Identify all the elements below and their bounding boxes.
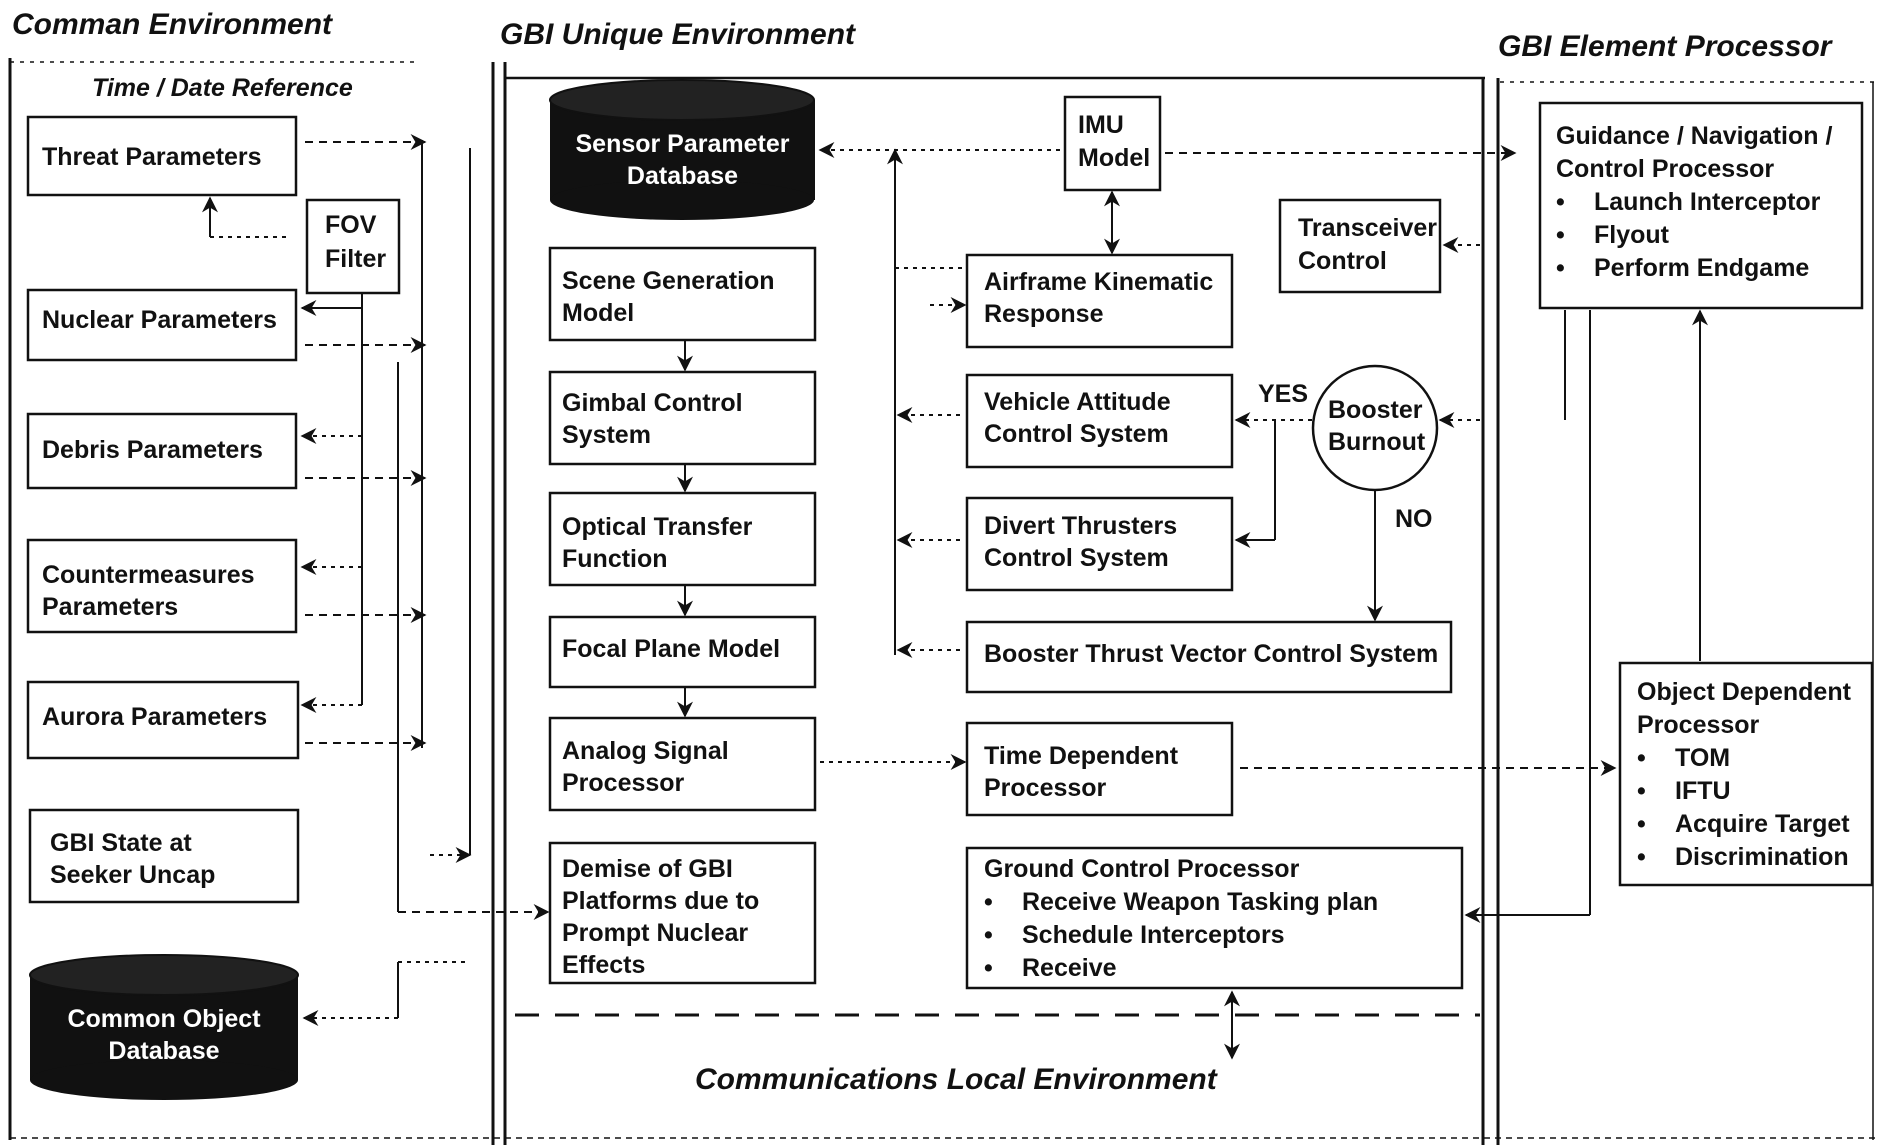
analog-processor-label: Processor — [562, 769, 685, 797]
seeker-uncap-label: Seeker Uncap — [50, 861, 216, 889]
nuclear-parameters-label: Nuclear Parameters — [42, 306, 277, 334]
booster-thrust-vector-label: Booster Thrust Vector Control System — [984, 640, 1439, 668]
scene-generation-box — [548, 246, 817, 342]
ground-control-item: Receive — [984, 952, 1378, 985]
fov-label: FOV — [325, 211, 377, 239]
aurora-parameters-box — [26, 680, 300, 760]
divert-control-system-label: Control System — [984, 544, 1169, 572]
fov-filter-box — [305, 198, 401, 295]
nuclear-parameters-box — [26, 288, 298, 362]
filter-label: Filter — [325, 245, 387, 273]
gnc-item: Perform Endgame — [1556, 252, 1820, 285]
gimbal-system-label: System — [562, 421, 651, 449]
ground-control-item: Receive Weapon Tasking plan — [984, 886, 1378, 919]
object-dependent-item: Acquire Target — [1637, 808, 1850, 841]
optical-function-label: Function — [562, 545, 668, 573]
transceiver-label: Transceiver — [1298, 214, 1437, 242]
airframe-kinematic-label: Airframe Kinematic — [984, 268, 1214, 296]
time-dependent-label: Time Dependent — [984, 742, 1179, 770]
communications-local-title: Communications Local Environment — [695, 1063, 1217, 1096]
environment-frames — [8, 58, 1880, 1145]
gbi-state-box — [28, 808, 300, 904]
object-dependent-item: Discrimination — [1637, 841, 1850, 874]
burnout-label: Burnout — [1328, 428, 1426, 456]
gnc-line2: Control Processor — [1556, 155, 1775, 183]
booster-thrust-vector-box — [965, 620, 1453, 694]
object-dependent-line1: Object Dependent — [1637, 678, 1851, 706]
demise-gbi-box — [548, 841, 817, 985]
vehicle-attitude-label: Vehicle Attitude — [984, 388, 1171, 416]
analog-signal-box — [548, 716, 817, 812]
airframe-kinematic-box — [965, 253, 1234, 349]
object-dependent-line2: Processor — [1637, 711, 1760, 739]
transceiver-control-label: Control — [1298, 247, 1387, 275]
gnc-list: Launch Interceptor Flyout Perform Endgam… — [1556, 186, 1820, 285]
object-dependent-item: TOM — [1637, 742, 1850, 775]
gimbal-control-box — [548, 370, 817, 466]
demise-line2: Platforms due to — [562, 887, 760, 915]
element-processor-title: GBI Element Processor — [1498, 30, 1832, 63]
debris-parameters-box — [26, 412, 298, 490]
unique-connectors — [677, 142, 1617, 1060]
common-object-database-label: Common Object Database — [30, 1003, 298, 1067]
processor-connectors — [1464, 309, 1708, 923]
ground-control-item: Schedule Interceptors — [984, 919, 1378, 952]
countermeasures-parameters-box — [26, 538, 298, 634]
threat-parameters-label: Threat Parameters — [42, 143, 262, 171]
divert-thrusters-box — [965, 496, 1234, 592]
common-object-db-line1: Common Object — [67, 1005, 261, 1033]
ground-control-title: Ground Control Processor — [984, 855, 1300, 883]
focal-plane-box — [548, 615, 817, 689]
common-object-db-line2: Database — [108, 1037, 220, 1065]
demise-line4: Effects — [562, 951, 646, 979]
sensor-db-line1: Sensor Parameter — [575, 130, 790, 158]
analog-signal-label: Analog Signal — [562, 737, 729, 765]
booster-label: Booster — [1328, 396, 1423, 424]
sensor-parameter-database-label: Sensor Parameter Database — [550, 128, 815, 192]
unique-environment-title: GBI Unique Environment — [500, 18, 856, 51]
imu-model-box — [1063, 95, 1162, 192]
vehicle-control-system-label: Control System — [984, 420, 1169, 448]
demise-line1: Demise of GBI — [562, 855, 733, 883]
countermeasures-parameters-label: Parameters — [42, 593, 179, 621]
gnc-item: Launch Interceptor — [1556, 186, 1820, 219]
time-dependent-processor-label: Processor — [984, 774, 1107, 802]
common-boxes — [26, 115, 401, 904]
sensor-parameter-database — [549, 79, 815, 220]
object-dependent-item: IFTU — [1637, 775, 1850, 808]
unique-boxes — [548, 95, 1464, 990]
common-object-database — [29, 954, 299, 1100]
focal-plane-label: Focal Plane Model — [562, 635, 781, 663]
gimbal-control-label: Gimbal Control — [562, 389, 743, 417]
aurora-parameters-label: Aurora Parameters — [42, 703, 268, 731]
gnc-item: Flyout — [1556, 219, 1820, 252]
common-environment-title: Comman Environment — [12, 8, 333, 41]
gbi-state-label: GBI State at — [50, 829, 192, 857]
common-connectors — [202, 134, 550, 1026]
demise-line3: Prompt Nuclear — [562, 919, 749, 947]
divert-thrusters-label: Divert Thrusters — [984, 512, 1178, 540]
time-dependent-box — [965, 721, 1234, 817]
yes-label: YES — [1258, 380, 1309, 408]
object-dependent-list: TOM IFTU Acquire Target Discrimination — [1637, 742, 1850, 874]
ground-control-list: Receive Weapon Tasking plan Schedule Int… — [984, 886, 1378, 985]
no-label: NO — [1395, 505, 1433, 533]
optical-transfer-label: Optical Transfer — [562, 513, 753, 541]
threat-parameters-box — [26, 115, 298, 197]
countermeasures-label: Countermeasures — [42, 561, 255, 589]
vehicle-attitude-box — [965, 373, 1234, 469]
imu-model-label: Model — [1078, 144, 1151, 172]
time-date-reference-label: Time / Date Reference — [92, 74, 353, 102]
transceiver-control-box — [1278, 198, 1442, 294]
optical-transfer-box — [548, 491, 817, 587]
gnc-line1: Guidance / Navigation / — [1556, 122, 1833, 150]
debris-parameters-label: Debris Parameters — [42, 436, 263, 464]
imu-label: IMU — [1078, 111, 1124, 139]
airframe-response-label: Response — [984, 300, 1104, 328]
sensor-db-line2: Database — [626, 162, 739, 190]
scene-generation-label: Scene Generation — [562, 267, 775, 295]
scene-model-label: Model — [562, 299, 635, 327]
